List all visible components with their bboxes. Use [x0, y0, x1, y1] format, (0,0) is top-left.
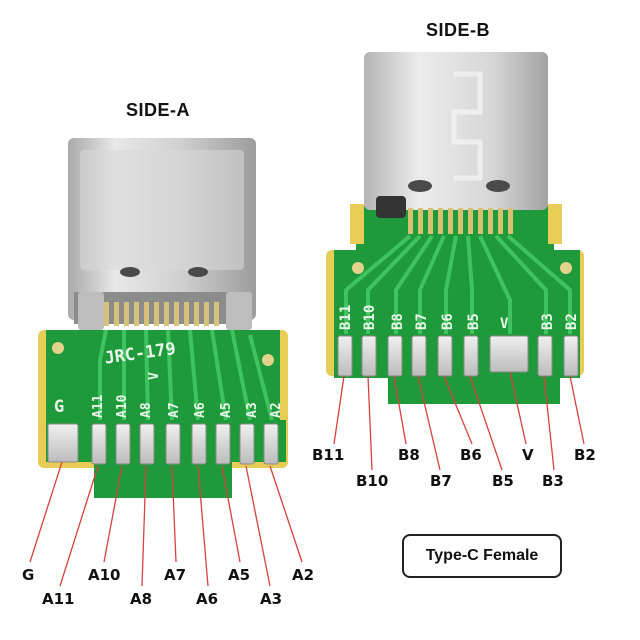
side-b-title: SIDE-B	[426, 20, 491, 40]
pin-label-a3: A3	[260, 590, 283, 608]
pin-label-a10: A10	[88, 566, 121, 584]
side-b-solder-pads	[337, 335, 579, 377]
side-a-silk-a2: A2	[269, 402, 284, 418]
side-a-silk-a10: A10	[115, 394, 130, 418]
side-b-silk-b2: B2	[564, 313, 580, 330]
pin-label-b2: B2	[574, 446, 596, 464]
pin-label-b5: B5	[492, 472, 514, 490]
pin-label-a2: A2	[292, 566, 315, 584]
side-a-ground-silk: G	[54, 397, 64, 417]
side-a-silk-v: V	[147, 372, 162, 380]
side-a-silk-a7: A7	[167, 402, 182, 418]
pin-label-b3: B3	[542, 472, 564, 490]
side-a-board: JRC-179 G A11 A10 A8 V A7 A6 A5 A3 A2	[38, 138, 288, 498]
pin-label-b11: B11	[312, 446, 345, 464]
side-a-silk-a8: A8	[139, 402, 154, 418]
pin-label-g: G	[22, 566, 35, 584]
side-a-silk-a6: A6	[193, 402, 208, 418]
side-a-solder-pads	[47, 423, 279, 465]
side-a-silk-a3: A3	[245, 402, 260, 418]
pin-label-b7: B7	[430, 472, 452, 490]
side-b-silk-v: V	[500, 316, 509, 332]
side-b-silk-b7: B7	[414, 313, 430, 330]
pin-label-a5: A5	[228, 566, 251, 584]
side-b-silk-b11: B11	[338, 305, 354, 330]
side-a-silk-a11: A11	[91, 394, 106, 418]
side-a-title: SIDE-A	[126, 100, 191, 120]
pin-label-a6: A6	[196, 590, 219, 608]
pin-label-b6: B6	[460, 446, 482, 464]
leader-lines	[29, 371, 585, 587]
pin-label-b8: B8	[398, 446, 420, 464]
pin-label-a8: A8	[130, 590, 153, 608]
pin-label-a7: A7	[164, 566, 187, 584]
side-b-silk-b5: B5	[466, 313, 482, 330]
side-a-silk-a5: A5	[219, 402, 234, 418]
pin-label-a11: A11	[42, 590, 75, 608]
side-b-board: B11 B10 B8 B7 B6 B5 V B3 B2	[326, 52, 584, 404]
pin-label-b10: B10	[356, 472, 389, 490]
pin-label-v: V	[522, 446, 534, 464]
side-b-silk-b3: B3	[540, 313, 556, 330]
side-b-silk-b10: B10	[362, 305, 378, 330]
side-b-silk-b6: B6	[440, 313, 456, 330]
type-c-female-badge: Type-C Female	[402, 534, 562, 578]
side-b-silk-b8: B8	[390, 313, 406, 330]
